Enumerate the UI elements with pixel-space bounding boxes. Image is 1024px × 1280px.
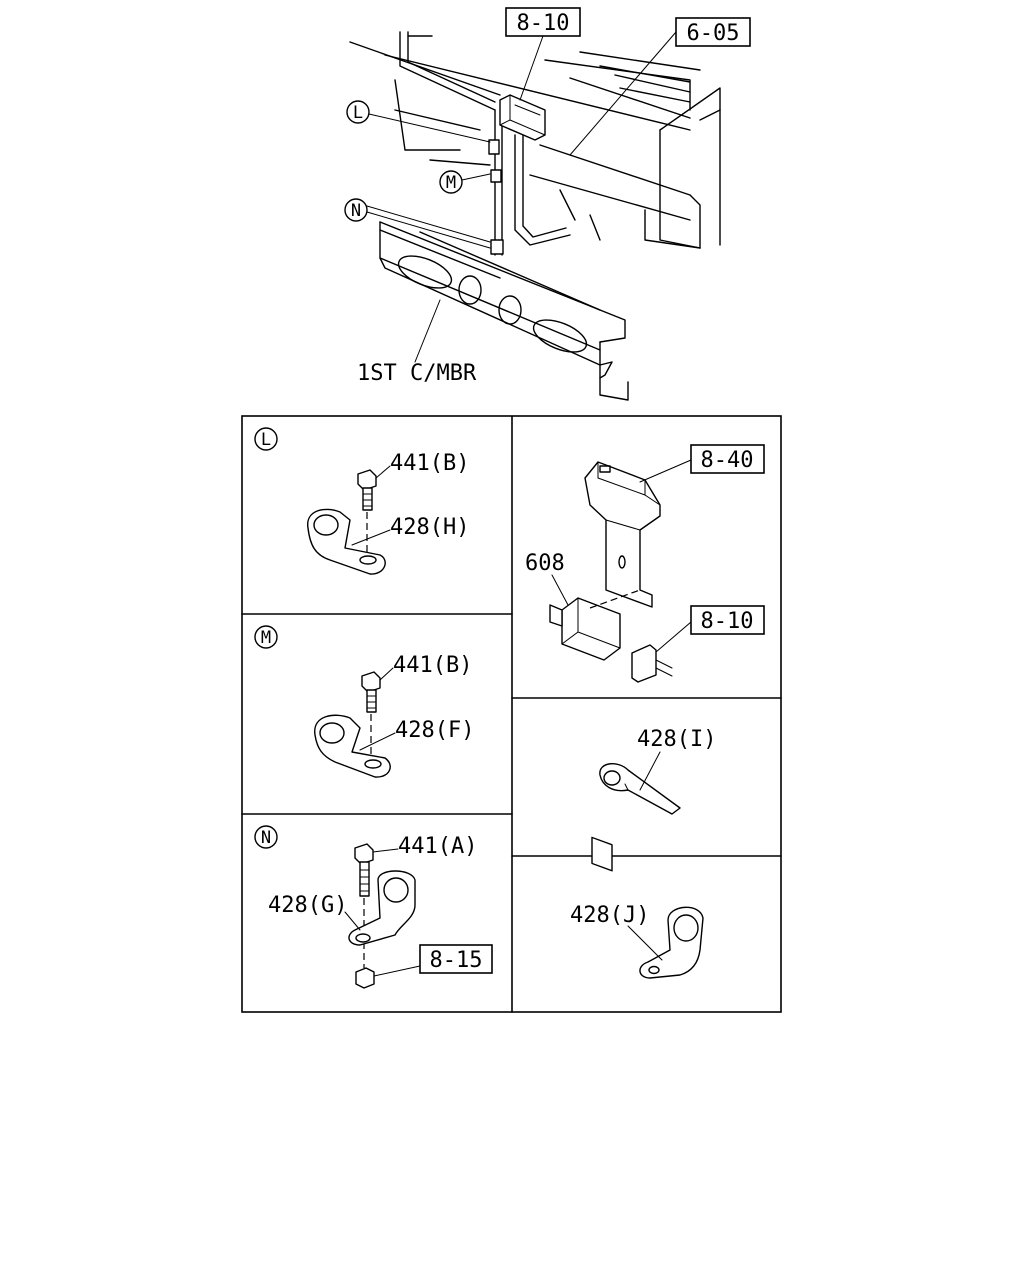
bolt-441b-l <box>357 469 377 511</box>
panel-switch-connector-ref: 8-10 <box>701 609 754 634</box>
callout-m-text: M <box>446 173 456 193</box>
callout-l-text: L <box>353 103 363 123</box>
panel-n-nut-ref: 8-15 <box>430 948 483 973</box>
panel-l-letter: L <box>261 430 271 450</box>
ref-6-05: 6-05 <box>569 17 751 156</box>
crossmember-label: 1ST C/MBR <box>357 299 477 386</box>
overview-assembly: 8-10 6-05 L M N 1ST C/MBR <box>344 7 751 401</box>
panel-l-clip-label: 428(H) <box>390 515 469 540</box>
panel-m-bolt-label: 441(B) <box>393 653 472 678</box>
ref-8-10-top-text: 8-10 <box>517 11 570 36</box>
panel-n: N 441(A) 428(G) 8-15 <box>254 825 493 989</box>
abs-module <box>499 94 546 141</box>
panel-l-bolt-label: 441(B) <box>390 451 469 476</box>
ref-8-15: 8-15 <box>373 944 493 977</box>
ref-6-05-text: 6-05 <box>687 21 740 46</box>
connector-8-10 <box>631 644 673 683</box>
panel-428i: 428(I) <box>599 727 716 815</box>
clip-428i <box>599 763 681 815</box>
clip-428f <box>314 714 391 778</box>
clip-marker-m <box>490 169 502 183</box>
bolt-441b-m <box>361 671 381 713</box>
nut-n <box>355 967 375 989</box>
clip-428g <box>348 870 416 946</box>
panel-m-clip-label: 428(F) <box>395 718 474 743</box>
panel-n-clip-label: 428(G) <box>268 893 347 918</box>
callout-m: M <box>439 170 491 194</box>
callout-n-text: N <box>351 201 361 221</box>
callout-l: L <box>346 100 491 143</box>
clip-428j <box>639 906 704 979</box>
clip-marker-n <box>490 239 504 255</box>
ref-8-40: 8-40 <box>639 444 765 483</box>
frame-outline <box>349 41 721 249</box>
panel-n-bolt-label: 441(A) <box>398 834 477 859</box>
crossmember-label-text: 1ST C/MBR <box>357 361 477 386</box>
panel-m-letter: M <box>261 628 271 648</box>
panel-n-letter: N <box>261 828 271 848</box>
clip-marker-l <box>488 139 500 155</box>
panel-l: L 441(B) 428(H) <box>254 427 469 575</box>
ref-8-10-top: 8-10 <box>505 7 581 101</box>
panel-j-clip-label: 428(J) <box>570 903 649 928</box>
bolt-441a-n <box>354 843 374 897</box>
clip-428h <box>307 508 386 575</box>
panel-i-clip-label: 428(I) <box>637 727 716 752</box>
wiring-pipe <box>399 31 571 256</box>
ref-8-10-panel: 8-10 <box>655 605 765 653</box>
switch-608 <box>549 597 621 872</box>
panel-switch-switch-label: 608 <box>525 551 565 576</box>
callout-n: N <box>344 198 491 249</box>
first-crossmember <box>379 221 629 401</box>
panel-switch-bracket-ref: 8-40 <box>701 448 754 473</box>
panel-switch: 8-40 608 8-10 <box>525 444 765 872</box>
panel-428j: 428(J) <box>570 903 704 979</box>
panel-m: M 441(B) 428(F) <box>254 625 474 778</box>
